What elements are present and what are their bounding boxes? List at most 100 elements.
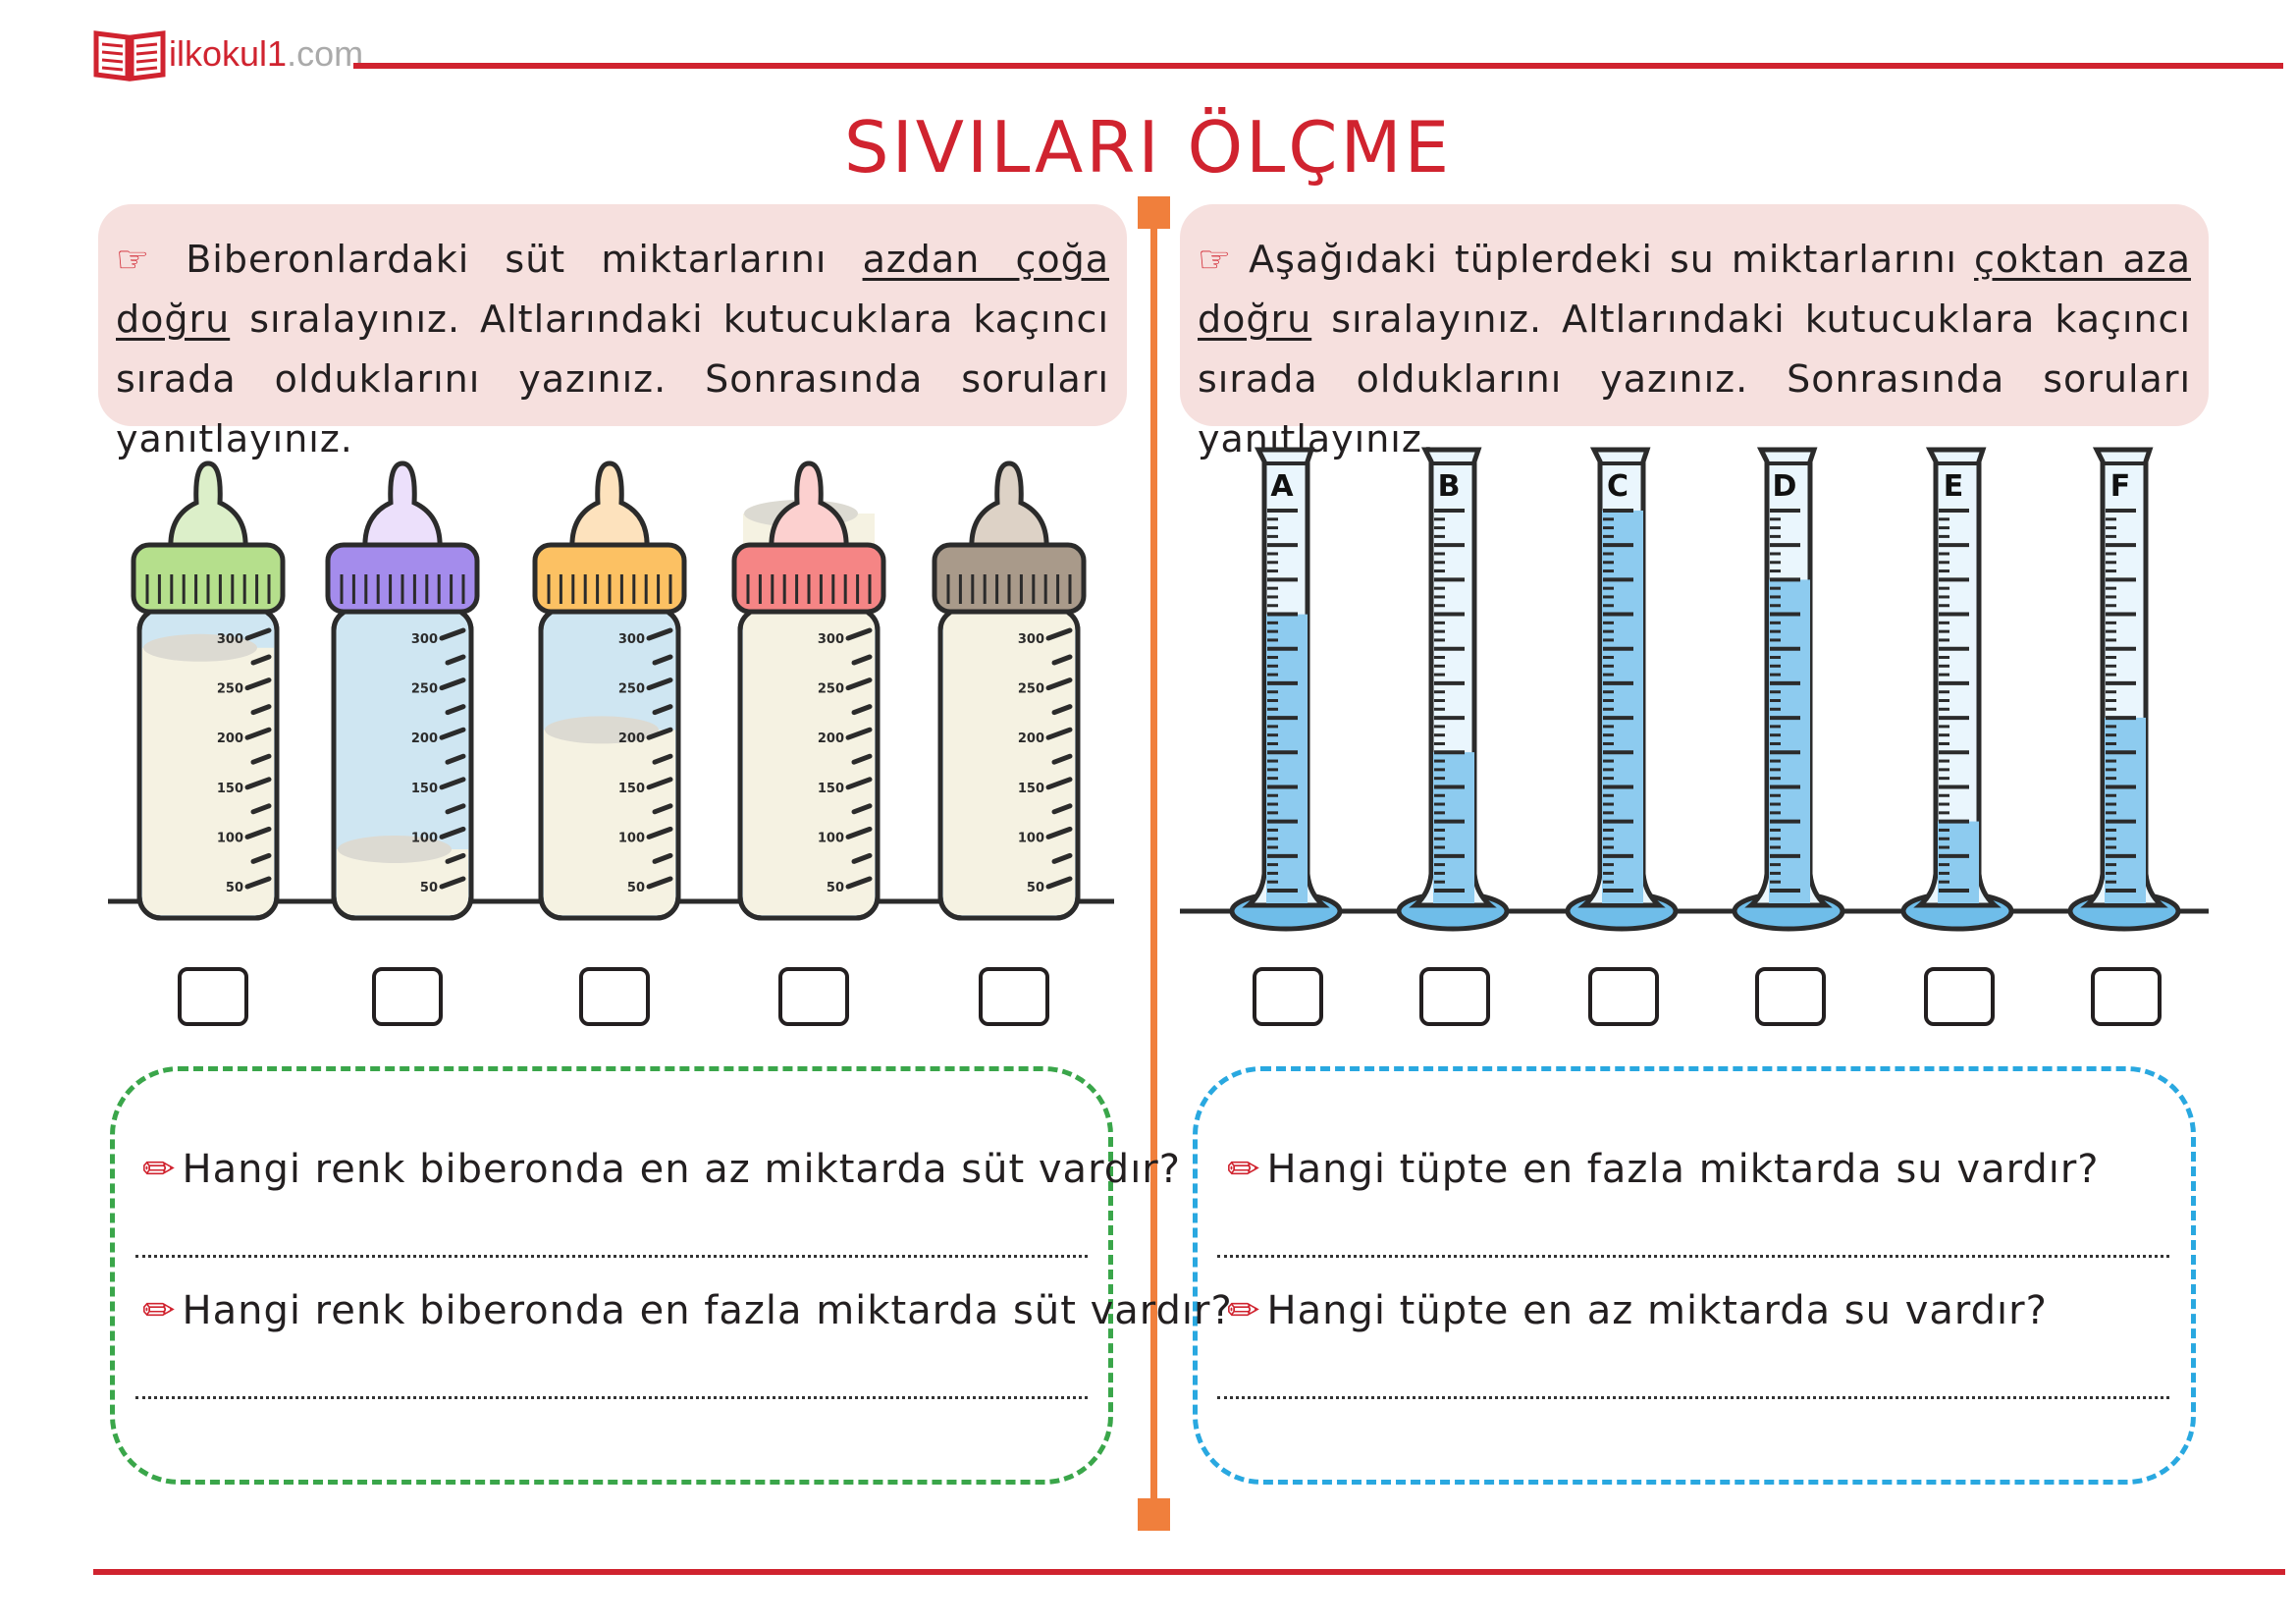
answer-line[interactable]	[1217, 1396, 2169, 1399]
scale-tick-major	[845, 777, 873, 790]
bottle-rank-box[interactable]	[579, 967, 650, 1026]
scale-tick-major	[439, 876, 466, 890]
pointing-hand-icon: ☞	[1198, 238, 1250, 281]
tube-E: E	[1900, 447, 2014, 932]
scale-tick-major	[1045, 777, 1073, 790]
tube-rank-box[interactable]	[1253, 967, 1323, 1026]
instruction-emphasis: çoktan aza doğru	[1198, 238, 2191, 341]
bottle-rank-box[interactable]	[372, 967, 443, 1026]
instruction-text: Biberonlardaki süt miktarlarını	[186, 238, 863, 281]
scale-tick-minor	[445, 704, 466, 716]
scale-tick-major	[1045, 876, 1073, 890]
scale-label: 150	[618, 782, 645, 796]
pencil-icon: ✏	[142, 1147, 177, 1192]
instruction-text: Aşağıdaki tüplerdeki su miktarlarını	[1249, 238, 1975, 281]
scale-tick-major	[244, 826, 272, 839]
scale-label: 250	[1018, 682, 1044, 697]
tube-A: A	[1229, 447, 1343, 932]
bottle-nipple	[362, 460, 443, 553]
scale-tick-minor	[1051, 704, 1073, 716]
bottle-rank-box[interactable]	[979, 967, 1049, 1026]
scale-tick-major	[244, 876, 272, 890]
scale-label: 50	[1027, 881, 1044, 895]
pointing-hand-icon: ☞	[116, 238, 187, 281]
scale-label: 100	[1018, 831, 1044, 845]
milk-fill	[337, 849, 468, 915]
scale-tick-major	[845, 677, 873, 691]
scale-tick-minor	[445, 803, 466, 815]
scale-tick-major	[439, 677, 466, 691]
scale-label: 50	[420, 881, 438, 895]
right-question-1: ✏Hangi tüpte en fazla miktarda su vardır…	[1227, 1147, 2100, 1192]
scale-tick-major	[845, 727, 873, 740]
bottle-rank-box[interactable]	[178, 967, 248, 1026]
tube-rank-box[interactable]	[1588, 967, 1659, 1026]
scale-tick-major	[244, 777, 272, 790]
left-questions-box	[110, 1066, 1113, 1485]
book-logo-icon	[93, 30, 166, 81]
tube-B: B	[1396, 447, 1510, 932]
scale-tick-minor	[851, 704, 873, 716]
water-fill	[1769, 579, 1810, 903]
milk-surface	[338, 836, 452, 863]
milk-fill	[943, 595, 1075, 915]
tube-rank-box[interactable]	[1924, 967, 1995, 1026]
scale-tick-minor	[851, 803, 873, 815]
question-text: Hangi renk biberonda en az miktarda süt …	[182, 1147, 1181, 1192]
instruction-text: sıralayınız. Altlarındaki kutucuklara ka…	[116, 298, 1109, 460]
milk-fill	[544, 730, 675, 915]
tube-F: F	[2067, 447, 2181, 932]
bottle-rank-box[interactable]	[778, 967, 849, 1026]
scale-tick-minor	[652, 753, 673, 765]
scale-tick-major	[646, 876, 673, 890]
scale-tick-minor	[851, 753, 873, 765]
scale-tick-major	[646, 777, 673, 790]
right-question-2: ✏Hangi tüpte en az miktarda su vardır?	[1227, 1288, 2048, 1333]
logo-domain: .com	[287, 33, 364, 74]
tube-rank-box[interactable]	[1419, 967, 1490, 1026]
scale-label: 300	[1018, 632, 1044, 647]
scale-tick-major	[845, 826, 873, 839]
pencil-icon: ✏	[1227, 1288, 1261, 1333]
scale-tick-major	[1045, 627, 1073, 641]
water-fill	[1602, 511, 1643, 903]
tube-rank-box[interactable]	[2091, 967, 2162, 1026]
divider-cap-bottom	[1138, 1498, 1170, 1531]
scale-label: 250	[618, 682, 645, 697]
answer-line[interactable]	[135, 1396, 1088, 1399]
bottle-nipple	[569, 460, 650, 553]
scale-tick-major	[244, 627, 272, 641]
scale-tick-minor	[445, 852, 466, 864]
scale-label: 50	[827, 881, 844, 895]
question-text: Hangi tüpte en az miktarda su vardır?	[1266, 1288, 2048, 1333]
scale-label: 150	[1018, 782, 1044, 796]
water-fill	[2105, 717, 2146, 903]
scale-label: 200	[818, 731, 844, 746]
site-logo-text: ilkokul1.com	[169, 33, 363, 75]
scale-label: 250	[411, 682, 438, 697]
scale-tick-minor	[1051, 753, 1073, 765]
page-title: SIVILARI ÖLÇME	[843, 106, 1453, 189]
tube-C: C	[1565, 447, 1679, 932]
scale-label: 250	[217, 682, 243, 697]
scale-tick-major	[439, 627, 466, 641]
scale-tick-minor	[851, 852, 873, 864]
scale-tick-major	[439, 826, 466, 839]
scale-tick-major	[646, 677, 673, 691]
bottle-nipple	[969, 460, 1049, 553]
scale-tick-minor	[250, 852, 272, 864]
scale-label: 150	[818, 782, 844, 796]
pencil-icon: ✏	[142, 1288, 177, 1333]
scale-tick-major	[1045, 826, 1073, 839]
answer-line[interactable]	[135, 1255, 1088, 1258]
tube-label: A	[1270, 469, 1294, 504]
answer-line[interactable]	[1217, 1255, 2169, 1258]
milk-surface	[545, 716, 659, 744]
tube-rank-box[interactable]	[1755, 967, 1826, 1026]
center-divider	[1150, 196, 1157, 1527]
instruction-emphasis: azdan çoğa doğru	[116, 238, 1109, 341]
scale-label: 100	[618, 831, 645, 845]
scale-tick-minor	[652, 704, 673, 716]
